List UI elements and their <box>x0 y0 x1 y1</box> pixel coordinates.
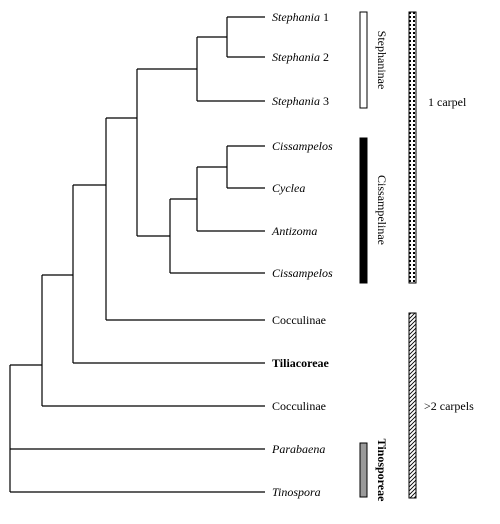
label-parabaena: Parabaena <box>271 442 325 456</box>
label-tiliacoreae: Tiliacoreae <box>272 356 330 370</box>
label-cissampelos-2: Cissampelos <box>272 266 333 280</box>
stephaninae-bar <box>359 11 368 109</box>
tree-edges <box>9 16 265 493</box>
label-stephania-2: Stephania 2 <box>272 50 329 64</box>
tinosporeae-label: Tinosporeae <box>375 439 389 503</box>
stephaninae-label: Stephaninae <box>375 31 389 90</box>
taxon-labels: Stephania 1 Stephania 2 Stephania 3 Ciss… <box>271 10 333 499</box>
group-bars: Stephaninae Cissampelinae Tinosporeae <box>359 11 389 503</box>
tinosporeae-bar <box>359 442 368 498</box>
cissampelinae-bar <box>359 137 368 284</box>
label-cocculinae-2: Cocculinae <box>272 399 326 413</box>
label-cocculinae-1: Cocculinae <box>272 313 326 327</box>
one-carpel-label: 1 carpel <box>428 95 467 109</box>
label-cyclea: Cyclea <box>272 181 305 195</box>
many-carpels-label: >2 carpels <box>424 399 474 413</box>
many-carpels-bar <box>408 312 417 499</box>
label-stephania-3: Stephania 3 <box>272 94 329 108</box>
one-carpel-bar <box>408 11 417 284</box>
label-stephania-1: Stephania 1 <box>272 10 329 24</box>
cissampelinae-label: Cissampelinae <box>375 175 389 245</box>
label-antizoma: Antizoma <box>271 224 317 238</box>
label-cissampelos-1: Cissampelos <box>272 139 333 153</box>
carpel-bars: 1 carpel >2 carpels <box>408 11 474 499</box>
label-tinospora: Tinospora <box>272 485 321 499</box>
